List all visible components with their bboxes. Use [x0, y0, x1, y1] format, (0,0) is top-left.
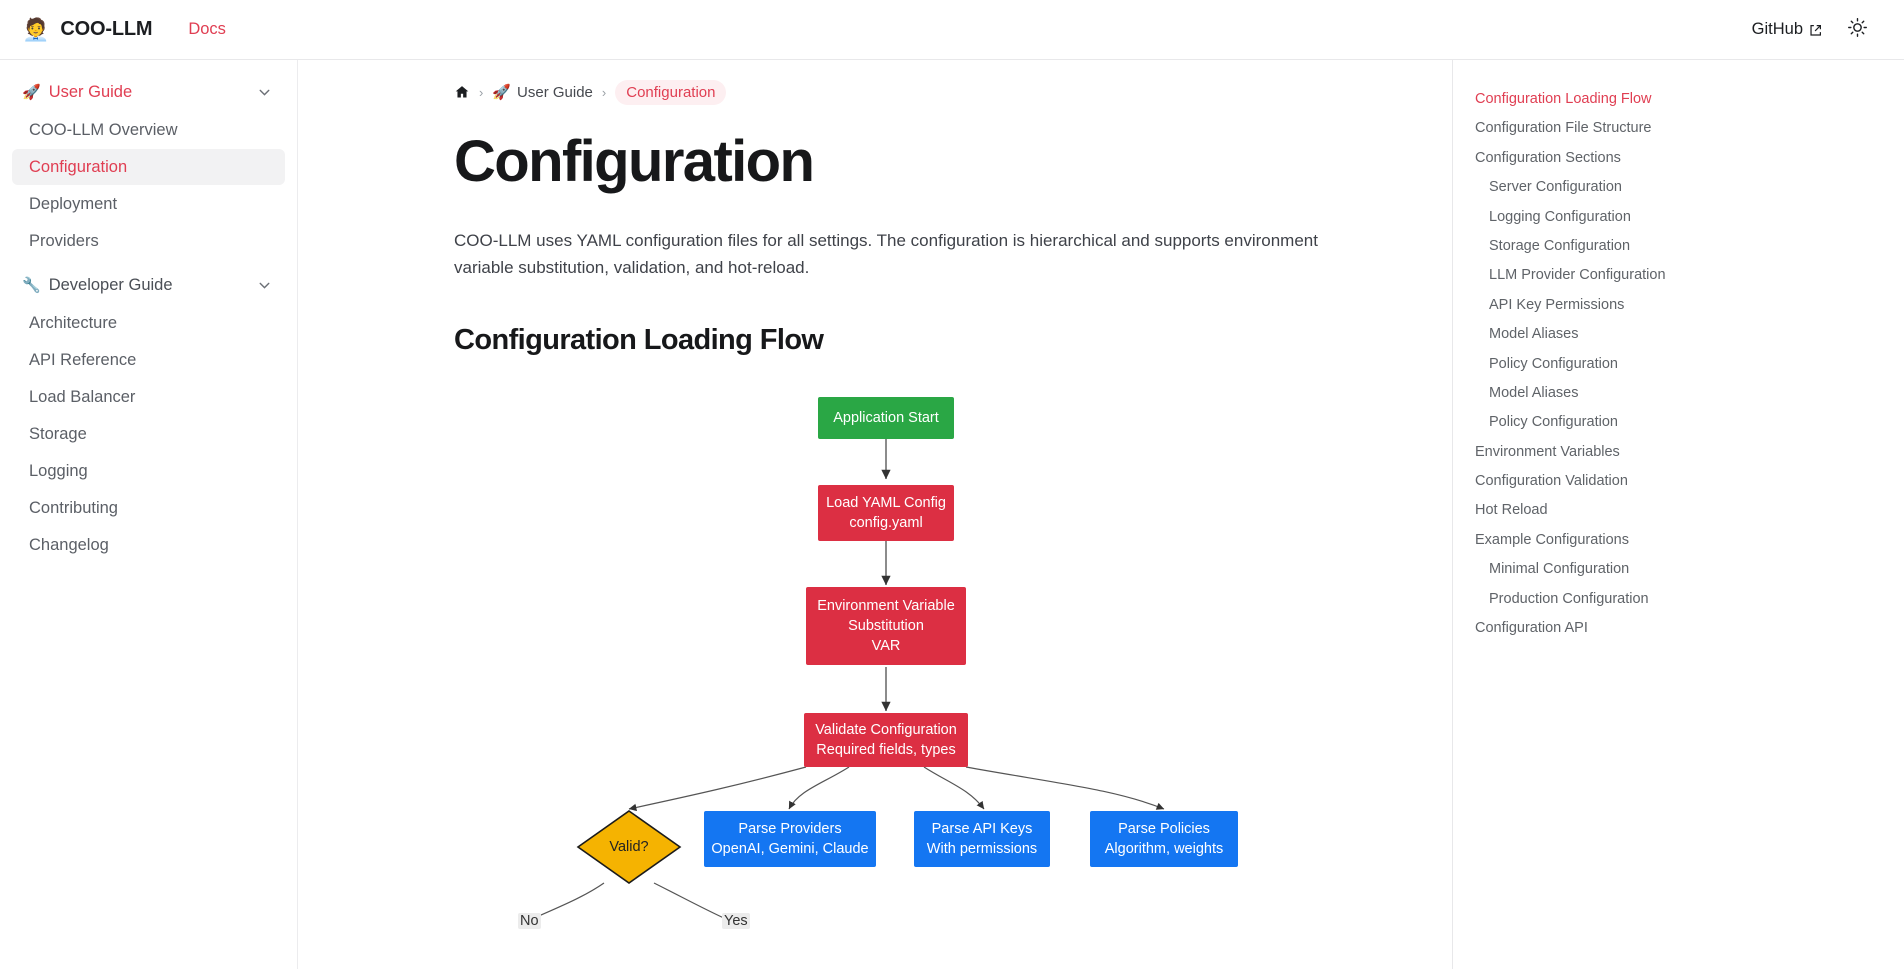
toc-item-configuration-loading-flow[interactable]: Configuration Loading Flow [1475, 91, 1652, 107]
toc-item-policy-configuration[interactable]: Policy Configuration [1489, 355, 1618, 372]
sidebar-section-user-guide[interactable]: 🚀 User Guide [12, 74, 285, 110]
chevron-down-icon[interactable] [256, 84, 273, 101]
rocket-icon: 🚀 [492, 84, 512, 101]
sidebar-navigation: 🚀 User Guide COO-LLM Overview Configurat… [0, 60, 298, 969]
edge-label-no: No [518, 912, 541, 929]
top-navbar: 🧑‍💼 COO-LLM Docs GitHub [0, 0, 1904, 60]
main-content: › 🚀 User Guide › Configuration Configura… [298, 60, 1452, 969]
brand-name: COO-LLM [60, 18, 153, 40]
page-title: Configuration [454, 129, 815, 194]
node-line: Environment Variable [817, 597, 955, 614]
sidebar-item-architecture[interactable]: Architecture [29, 313, 118, 332]
breadcrumb-separator: › [601, 84, 607, 100]
nav-link-docs[interactable]: Docs [188, 20, 226, 38]
toc-item-environment-variables[interactable]: Environment Variables [1475, 443, 1620, 460]
toc-item-example-configurations[interactable]: Example Configurations [1475, 531, 1629, 548]
node-line: Required fields, types [816, 741, 956, 758]
sidebar-item-load-balancer[interactable]: Load Balancer [29, 387, 136, 406]
breadcrumb-label: User Guide [517, 83, 593, 101]
flowchart-edges [531, 436, 1165, 920]
sidebar-item-changelog[interactable]: Changelog [29, 535, 109, 554]
toc-item-api-key-permissions[interactable]: API Key Permissions [1489, 296, 1625, 313]
edge-label-yes: Yes [722, 912, 750, 929]
toc-item-storage-configuration[interactable]: Storage Configuration [1489, 237, 1631, 254]
breadcrumb-item-configuration[interactable]: Configuration [615, 79, 727, 105]
sidebar-section-developer-guide[interactable]: 🔧 Developer Guide [12, 267, 285, 303]
sidebar-item-providers[interactable]: Providers [29, 231, 99, 250]
github-link[interactable]: GitHub [1752, 20, 1822, 39]
flow-node-parse-providers[interactable]: Parse Providers OpenAI, Gemini, Claude [704, 810, 876, 867]
toc-item-model-aliases-2[interactable]: Model Aliases [1489, 384, 1579, 401]
sidebar-item-contributing[interactable]: Contributing [29, 498, 118, 517]
flow-node-parse-policies[interactable]: Parse Policies Algorithm, weights [1090, 810, 1238, 867]
node-line: config.yaml [849, 514, 923, 531]
toc-item-policy-configuration-2[interactable]: Policy Configuration [1489, 414, 1618, 431]
app-logo-icon: 🧑‍💼 [22, 16, 50, 42]
node-line: Algorithm, weights [1104, 840, 1224, 857]
toc-item-model-aliases[interactable]: Model Aliases [1489, 326, 1579, 343]
breadcrumb-item-user-guide[interactable]: 🚀 User Guide [492, 83, 593, 102]
toc-item-hot-reload[interactable]: Hot Reload [1475, 502, 1548, 519]
sidebar-divider-gap [0, 260, 297, 267]
node-line: Parse Providers [738, 820, 842, 837]
node-line: Valid? [609, 838, 649, 855]
sidebar-item-logging[interactable]: Logging [29, 461, 88, 480]
breadcrumb-separator: › [479, 84, 484, 100]
sidebar-item-configuration[interactable]: Configuration [12, 149, 285, 185]
intro-paragraph: COO-LLM uses YAML configuration files fo… [454, 230, 1318, 278]
sun-icon [1847, 17, 1868, 43]
sidebar-item-api-reference[interactable]: API Reference [29, 350, 137, 369]
node-line: With permissions [926, 840, 1038, 857]
table-of-contents: Configuration Loading Flow Configuration… [1452, 60, 1904, 969]
toc-item-llm-provider-configuration[interactable]: LLM Provider Configuration [1489, 267, 1666, 284]
node-line: Load YAML Config [826, 494, 946, 511]
sidebar-section-label: User Guide [48, 82, 133, 101]
sidebar-section-label: Developer Guide [48, 275, 173, 294]
diamond-shape-icon [576, 809, 682, 884]
sidebar-item-deployment[interactable]: Deployment [29, 194, 118, 213]
node-line: VAR [871, 637, 901, 654]
flow-node-parse-api-keys[interactable]: Parse API Keys With permissions [914, 810, 1050, 867]
chevron-down-icon[interactable] [256, 277, 273, 294]
brand[interactable]: 🧑‍💼 COO-LLM [22, 16, 153, 42]
flow-node-application-start[interactable]: Application Start [818, 396, 954, 439]
node-line: Application Start [833, 409, 939, 426]
configuration-loading-flowchart: Application Start Load YAML Config confi… [454, 385, 1452, 945]
flow-node-valid-decision[interactable]: Valid? [576, 809, 682, 885]
node-line: Parse API Keys [931, 820, 1033, 837]
theme-toggle-button[interactable] [1844, 17, 1870, 43]
sidebar-item-coo-llm-overview[interactable]: COO-LLM Overview [29, 120, 178, 139]
rocket-icon: 🚀 [22, 84, 41, 101]
toc-item-minimal-configuration[interactable]: Minimal Configuration [1489, 561, 1630, 578]
toc-item-configuration-sections[interactable]: Configuration Sections [1475, 149, 1621, 166]
toc-item-configuration-api[interactable]: Configuration API [1475, 620, 1588, 637]
topbar-actions: GitHub [1752, 17, 1882, 43]
toc-item-logging-configuration[interactable]: Logging Configuration [1489, 208, 1631, 225]
flow-node-validate-configuration[interactable]: Validate Configuration Required fields, … [804, 712, 968, 767]
flow-node-load-yaml-config[interactable]: Load YAML Config config.yaml [818, 484, 954, 541]
flow-node-environment-variable-substitution[interactable]: Environment Variable Substitution VAR [806, 586, 966, 665]
sidebar-item-storage[interactable]: Storage [29, 424, 87, 443]
node-line: Substitution [848, 617, 924, 634]
section-heading-configuration-loading-flow: Configuration Loading Flow [454, 323, 824, 356]
node-line: OpenAI, Gemini, Claude [711, 840, 869, 857]
breadcrumb: › 🚀 User Guide › Configuration [454, 78, 1392, 106]
toc-item-production-configuration[interactable]: Production Configuration [1489, 590, 1649, 607]
wrench-icon: 🔧 [22, 277, 41, 294]
breadcrumb-home-icon[interactable] [454, 84, 470, 100]
github-label: GitHub [1751, 20, 1803, 38]
node-line: Parse Policies [1118, 820, 1210, 837]
toc-item-server-configuration[interactable]: Server Configuration [1489, 179, 1622, 196]
node-line: Validate Configuration [815, 721, 957, 738]
toc-item-configuration-validation[interactable]: Configuration Validation [1475, 473, 1628, 490]
external-link-icon [1809, 23, 1822, 36]
toc-item-configuration-file-structure[interactable]: Configuration File Structure [1475, 120, 1652, 137]
